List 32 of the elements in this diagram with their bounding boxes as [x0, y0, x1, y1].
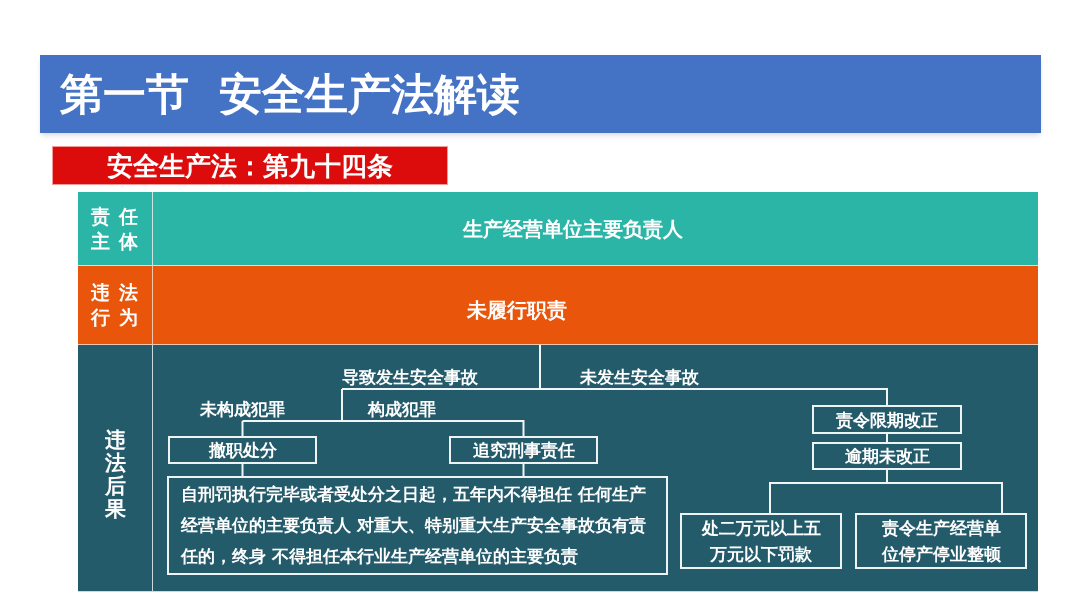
- row-content-text: 生产经营单位主要负责人: [462, 215, 683, 242]
- penalty-box: 处二万元以上五万元以下罚款: [680, 513, 842, 569]
- branch-condition-label: 未构成犯罪: [200, 399, 285, 420]
- connector-line: [522, 463, 525, 477]
- provision-text-box: 自刑罚执行完毕或者受处分之日起，五年内不得担任 任何生产经营单位的主要负责人 对重大、特别重大生产安全事故负有责任的，终身 不得担任本行业生产经营单位的主要负责: [167, 476, 668, 575]
- slide-title: 第一节 安全生产法解读: [60, 68, 520, 120]
- penalty-box: 撤职处分: [168, 436, 317, 464]
- row-header-text: 违法行为: [89, 280, 147, 330]
- connector-line: [241, 463, 244, 477]
- consequence-panel: [153, 345, 1038, 592]
- connector-line: [435, 420, 525, 437]
- branch-condition-label: 未发生安全事故: [580, 367, 699, 388]
- row-content-text: 未履行职责: [466, 297, 567, 323]
- row-content-cell: [153, 266, 1038, 345]
- connector-line: [341, 388, 437, 422]
- penalty-box: 逾期未改正: [812, 442, 962, 470]
- connector-line: [886, 469, 1003, 514]
- penalty-box: 追究刑事责任: [449, 436, 598, 464]
- connector-line: [241, 420, 244, 437]
- branch-condition-label: 导致发生安全事故: [342, 367, 478, 388]
- connector-line: [698, 388, 888, 406]
- row-header-text: 违法后果: [104, 428, 126, 522]
- penalty-box: 责令生产经营单位停产停业整顿: [855, 513, 1027, 569]
- connector-line: [886, 433, 888, 443]
- row-header-text: 责任主体: [90, 203, 147, 254]
- branch-condition-label: 构成犯罪: [368, 399, 436, 420]
- row-header-cell: [78, 345, 153, 592]
- row-header-cell: [78, 266, 153, 345]
- row-header-cell: [78, 192, 153, 266]
- row-content-cell: [153, 192, 1038, 266]
- penalty-box: 责令限期改正: [812, 405, 962, 434]
- article-banner: 安全生产法：第九十四条: [52, 146, 448, 185]
